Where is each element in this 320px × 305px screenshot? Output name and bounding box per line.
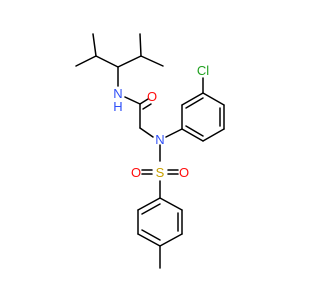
bond <box>185 97 204 109</box>
sulfonamide-nitrogen-label: N <box>155 132 164 147</box>
sulfonyl-oxygen-left-label: O <box>131 165 141 180</box>
amide-oxygen-label: O <box>147 89 157 104</box>
bond <box>141 229 161 241</box>
sulfonyl-oxygen-right-label: O <box>179 165 189 180</box>
bond-layer <box>75 33 225 269</box>
bond <box>185 125 204 137</box>
bond <box>117 55 142 68</box>
bond <box>181 92 204 106</box>
bond <box>140 55 164 67</box>
chlorine-label: Cl <box>197 63 209 78</box>
bond <box>139 33 142 57</box>
nh-nitrogen-label: N <box>113 86 122 101</box>
molecule-canvas: N H O N Cl S O O <box>75 33 225 269</box>
bond <box>159 233 183 247</box>
bond <box>137 233 161 247</box>
bond <box>137 197 161 211</box>
bond <box>165 128 183 138</box>
nh-hydrogen-label: H <box>113 99 122 114</box>
bond <box>139 127 154 138</box>
bond <box>95 55 119 68</box>
bond <box>139 98 149 105</box>
bond <box>181 128 204 142</box>
bond <box>124 96 141 105</box>
molecule-structure: N H O N Cl S O O <box>75 33 225 269</box>
bond <box>159 197 183 211</box>
bond <box>141 203 161 215</box>
bond <box>92 33 97 57</box>
bond <box>75 55 97 67</box>
atom-label-layer: N H O N Cl S O O <box>113 63 209 180</box>
sulfur-label: S <box>156 165 165 180</box>
bond <box>142 103 152 110</box>
bond <box>202 128 225 142</box>
bond <box>202 92 225 106</box>
